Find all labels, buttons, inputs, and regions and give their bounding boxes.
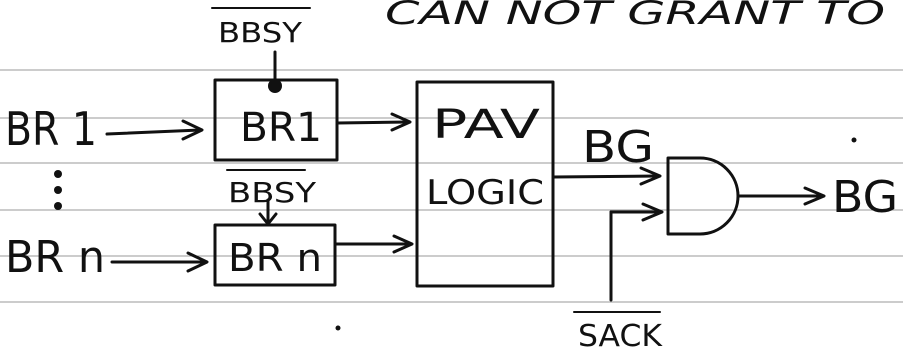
brn-input-arrow [110,251,209,273]
ruled-lines [0,69,903,303]
pav-logic-box [415,80,555,288]
brn-to-logic-arrow [333,234,414,254]
br1-input-label: BR 1 [5,102,97,156]
bg-output-arrow [736,186,826,206]
br1-latch-box [213,78,339,162]
bg-internal-label: BG [582,122,654,173]
brn-input-label: BR n [5,232,105,283]
stray-dot-right [851,137,857,143]
pav-logic-label-line2: LOGIC [426,173,544,213]
header-text: CAN NOT GRANT TO [385,0,885,32]
bbsy-mid-label: BBSY [228,176,317,209]
sack-line [609,202,664,302]
br1-input-arrow [105,119,204,141]
sack-label: SACK [578,319,663,349]
ellipsis-dots [54,170,62,210]
brn-latch-label: BR n [228,236,322,280]
bbsy-top-label: BBSY [218,16,303,49]
bbsy-top-dot [268,79,282,93]
stray-dot-bottom [335,325,341,331]
br1-latch-label: BR1 [240,105,322,151]
and-gate [666,156,740,236]
pav-logic-label-line1: PAV [432,102,541,148]
bg-internal-arrow [551,166,662,186]
br1-to-logic-arrow [335,112,412,132]
bg-output-label: BG [832,172,898,223]
brn-latch-box [213,223,337,287]
